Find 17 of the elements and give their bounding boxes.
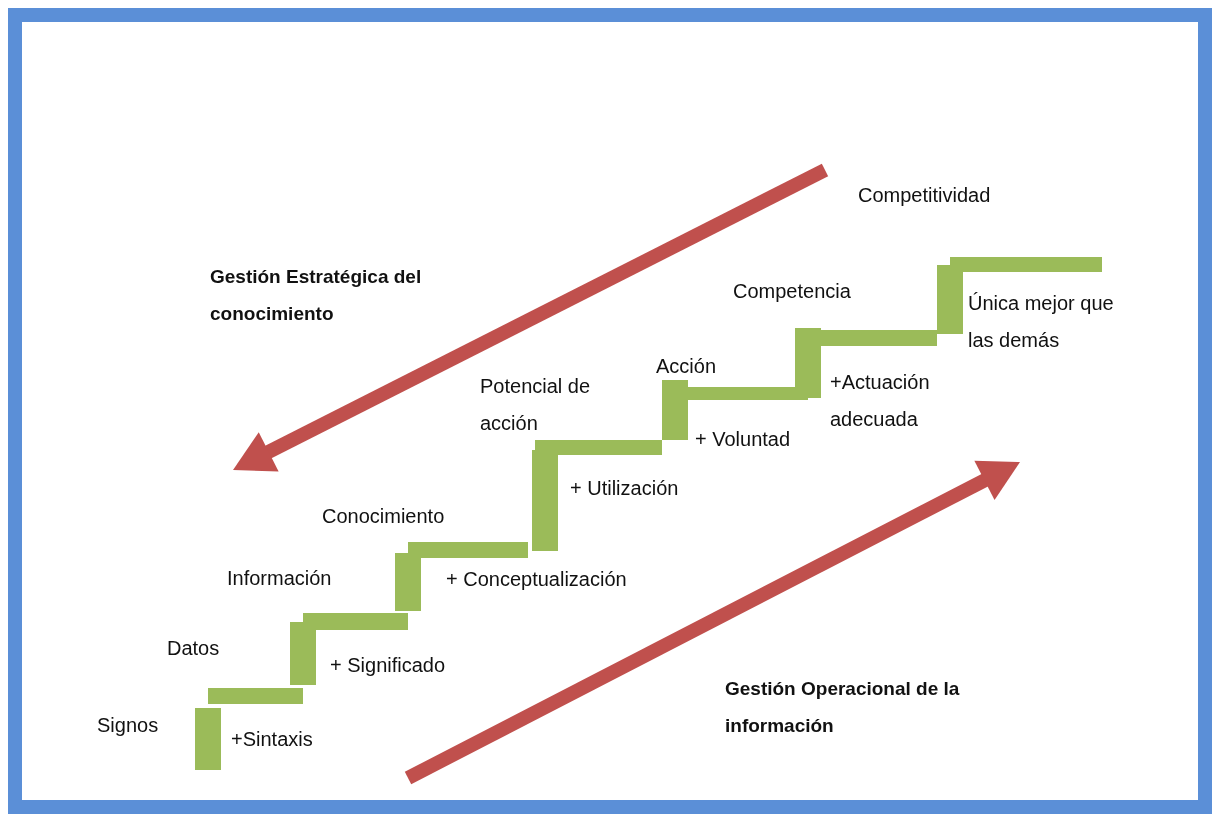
stage-label: + Voluntad [695, 427, 791, 452]
stage-label: Competitividad [858, 183, 991, 208]
stage-label: Signos [97, 713, 159, 738]
stage-label: Potencial de acción [480, 374, 592, 436]
stage-label: +Actuación adecuada [830, 370, 931, 432]
stage-label: Datos [167, 636, 220, 661]
stage-label: Competencia [733, 279, 851, 304]
stage-label: Acción [656, 354, 717, 379]
stage-label: Información [227, 566, 332, 591]
section-heading: Gestión Estratégica del conocimiento [210, 265, 423, 326]
stage-label: Única mejor que las demás [968, 291, 1115, 353]
stage-label: +Sintaxis [231, 727, 313, 752]
stage-label: + Significado [330, 653, 446, 678]
stage-label: + Conceptualización [446, 567, 627, 592]
section-heading: Gestión Operacional de la información [725, 677, 961, 738]
stage-label: + Utilización [570, 476, 679, 501]
stage-label: Conocimiento [322, 504, 445, 529]
